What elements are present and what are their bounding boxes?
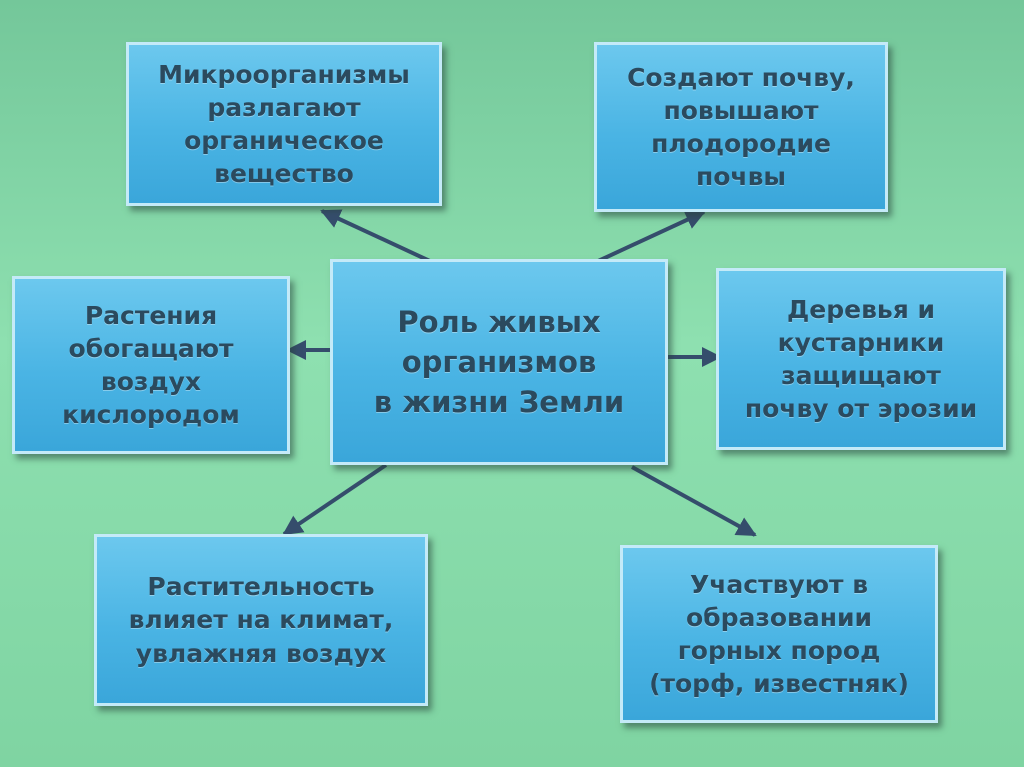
arrow-to-bottom-left xyxy=(282,463,388,536)
arrow-to-top-right xyxy=(595,210,706,264)
box-top-right: Создают почву, повышают плодородие почвы xyxy=(594,42,888,212)
box-middle-right: Деревья и кустарники защищают почву от э… xyxy=(716,268,1006,450)
box-bottom-right: Участвуют в образовании горных пород (то… xyxy=(620,545,938,723)
arrow-to-bottom-right xyxy=(631,465,757,537)
box-top-left: Микроорганизмы разлагают органическое ве… xyxy=(126,42,442,206)
box-middle-left: Растения обогащают воздух кислородом xyxy=(12,276,290,454)
box-center: Роль живых организмов в жизни Земли xyxy=(330,259,668,465)
box-bottom-left: Растительность влияет на климат, увлажня… xyxy=(94,534,428,706)
arrow-to-top-left xyxy=(320,209,433,264)
